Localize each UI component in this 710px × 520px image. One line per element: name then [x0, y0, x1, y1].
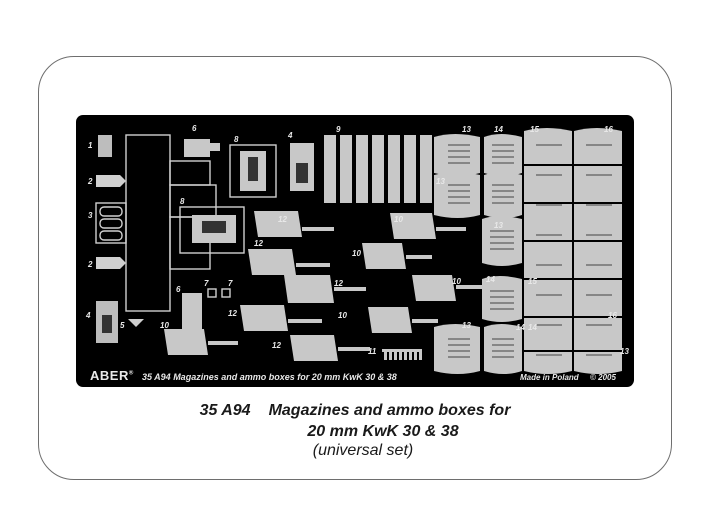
part-number-label: 2	[88, 177, 93, 186]
part-number-label: 10	[160, 321, 169, 330]
caption-title: 35 A94 Magazines and ammo boxes for	[0, 402, 710, 420]
part-number-label: 13	[436, 177, 445, 186]
title-line-2: 20 mm KwK 30 & 38	[307, 423, 459, 440]
part-number-label: 3	[88, 211, 93, 220]
part-number-label: 4	[288, 131, 293, 140]
part-number-label: 10	[452, 277, 461, 286]
part-number-label: 16	[604, 125, 613, 134]
part-number-label: 15	[530, 125, 539, 134]
part-number-label: 12	[334, 279, 343, 288]
part-number-label: 16	[608, 311, 617, 320]
fret-code-line: 35 A94 Magazines and ammo boxes for 20 m…	[142, 372, 397, 382]
part-number-label: 7	[204, 279, 209, 288]
part-number-label: 14	[528, 323, 537, 332]
part-number-label: 8	[234, 135, 239, 144]
part-number-label: 15	[528, 277, 537, 286]
part-number-label: 5	[120, 321, 125, 330]
product-code: 35 A94	[199, 402, 251, 419]
part-number-label: 4	[86, 311, 91, 320]
part-number-label: 7	[228, 279, 233, 288]
part-number-label: 13	[462, 321, 471, 330]
part-number-label: 14	[494, 125, 503, 134]
part-number-label: 10	[394, 215, 403, 224]
part-number-label: 2	[88, 260, 93, 269]
part-number-label: 13	[462, 125, 471, 134]
brand-logo: ABER®	[90, 368, 134, 383]
made-in-label: Made in Poland	[520, 373, 579, 382]
part-number-label: 11	[368, 347, 377, 356]
part-number-label: 13	[494, 221, 503, 230]
part-number-label: 14	[516, 323, 525, 332]
part-number-label: 10	[352, 249, 361, 258]
part-number-label: 1	[88, 141, 93, 150]
part-number-label: 10	[338, 311, 347, 320]
title-line-1: Magazines and ammo boxes for	[268, 402, 511, 419]
part-number-label: 9	[336, 125, 341, 134]
part-number-label: 6	[192, 124, 197, 133]
frame-part	[125, 134, 171, 312]
caption-subtitle: (universal set)	[312, 442, 414, 459]
photo-etched-fret: 1 2 3 2 4 5 6 7 7 6 8 8 4 9 10 10 10 10 …	[76, 115, 634, 387]
part-number-label: 8	[180, 197, 185, 206]
copyright-label: © 2005	[590, 373, 616, 382]
part-number-label: 12	[272, 341, 281, 350]
fret-parts-artwork	[95, 128, 622, 374]
part-number-label: 12	[228, 309, 237, 318]
part-number-label: 13	[620, 347, 629, 356]
part-number-label: 14	[486, 275, 495, 284]
part-number-label: 12	[254, 239, 263, 248]
part-number-label: 6	[176, 285, 181, 294]
part-number-label: 12	[278, 215, 287, 224]
